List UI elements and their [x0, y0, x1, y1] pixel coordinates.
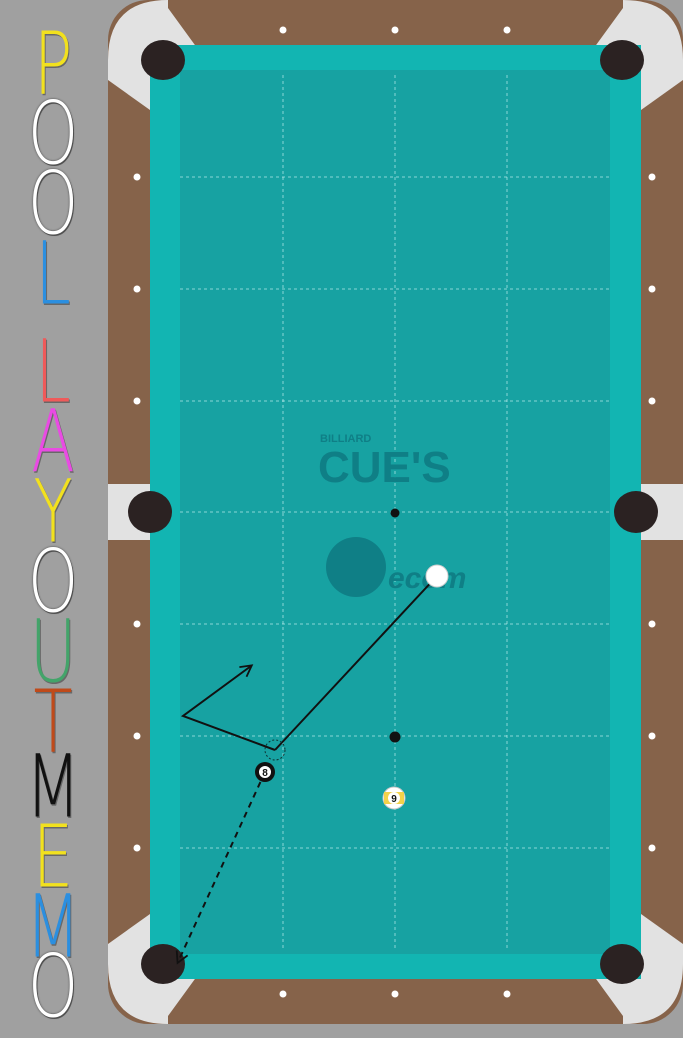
cue-ball[interactable] — [425, 564, 449, 588]
title-letter: P — [33, 15, 73, 116]
ghost-ball — [264, 739, 286, 761]
title-letter: E — [32, 808, 74, 909]
title-letter: U — [29, 603, 77, 704]
title-letter: M — [25, 878, 81, 979]
pocket-top-right — [600, 40, 644, 80]
pocket-side-right — [614, 491, 658, 533]
pocket-side-left — [128, 491, 172, 533]
watermark-big-text: CUE'S — [318, 443, 451, 492]
title-letter: Y — [33, 463, 73, 564]
watermark: BILLIARD CUE'S ecom — [318, 433, 466, 597]
title-letter: T — [33, 673, 73, 774]
pockets — [128, 40, 658, 984]
title-letter: L — [35, 225, 71, 326]
eight-ball[interactable]: 8 — [255, 762, 275, 782]
title-letter: O — [27, 155, 79, 256]
title-letter: O — [27, 938, 79, 1038]
table-grid — [180, 75, 610, 950]
center-spot — [390, 508, 400, 518]
pocket-bottom-left — [141, 944, 185, 984]
pocket-top-left — [141, 40, 185, 80]
title-column: P O O L L A Y O U T M E M O — [0, 0, 108, 1031]
title-letter: M — [25, 738, 81, 839]
pool-table[interactable]: BILLIARD CUE'S ecom 8 9 — [108, 0, 683, 1024]
cue-ball-deflection-path — [180, 664, 276, 751]
object-ball-path — [175, 771, 266, 965]
eight-ball-label: 8 — [262, 768, 268, 779]
nine-ball[interactable]: 9 — [382, 786, 406, 810]
foot-spot — [389, 731, 401, 743]
diamonds — [133, 26, 656, 998]
watermark-logo-circle — [326, 537, 386, 597]
watermark-small-text: BILLIARD — [320, 433, 371, 445]
nine-ball-label: 9 — [391, 794, 397, 805]
cue-ball-path — [274, 575, 438, 751]
pocket-bottom-right — [600, 944, 644, 984]
title-letter: L — [35, 323, 71, 424]
title-letter: O — [27, 85, 79, 186]
title-letter: A — [31, 393, 75, 494]
title-letter: O — [27, 533, 79, 634]
